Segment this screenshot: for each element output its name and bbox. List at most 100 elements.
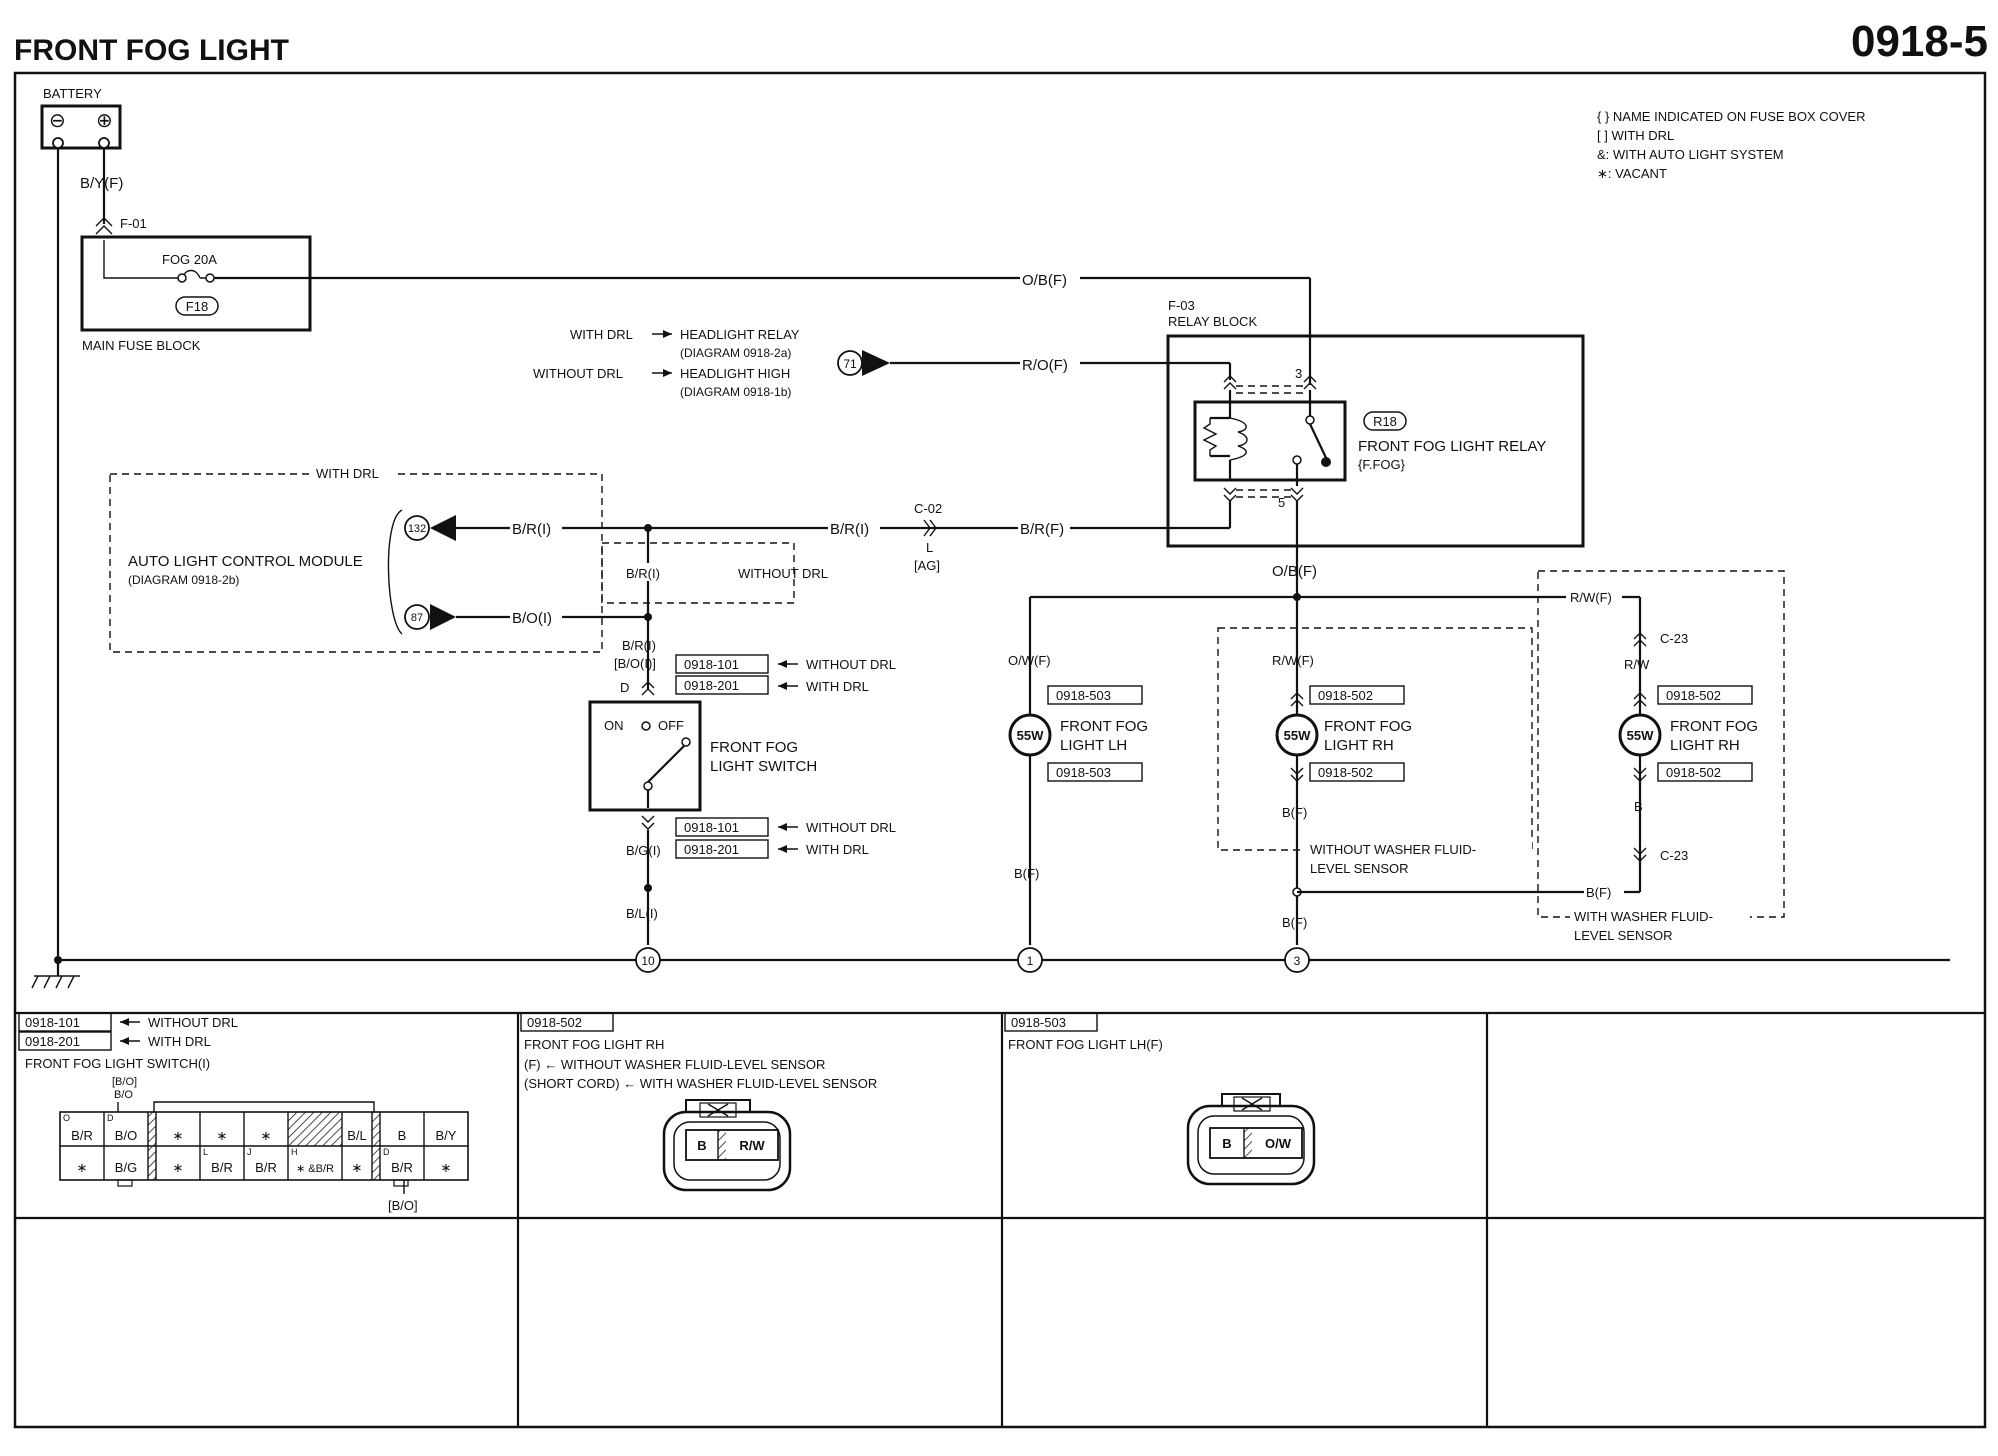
front-fog-light-rh-short: R/W(F) 0918-502 55W FRONT FOG LIGHT RH 0…	[1272, 653, 1532, 930]
relay-pin-bottom-left-icon	[1223, 487, 1237, 502]
wire-label-rw-bus: R/W(F)	[1570, 590, 1612, 605]
page-code: 0918-5	[1851, 17, 1988, 66]
connector-c02-label: C-02	[914, 501, 942, 516]
wire-label-br-module: B/R(I)	[512, 521, 551, 538]
connector-table	[15, 1011, 1985, 1427]
rh-connector-cell: 0918-502 FRONT FOG LIGHT RH (F) ← WITHOU…	[520, 1012, 877, 1192]
without-drl-inner-label: WITHOUT DRL	[738, 566, 828, 581]
with-washer-group-label-2: LEVEL SENSOR	[1574, 928, 1673, 943]
sw-conn-r1-c2: B/O	[115, 1128, 137, 1143]
legend-line-2: [ ] WITH DRL	[1597, 128, 1674, 143]
without-washer-group-label-1: WITHOUT WASHER FLUID-	[1310, 842, 1476, 857]
main-fuse-block: FOG 20A F18 MAIN FUSE BLOCK	[80, 235, 312, 353]
switch-ref-top-1: 0918-101	[684, 657, 739, 672]
wire-label-ro: R/O(F)	[1022, 357, 1068, 374]
sw-conn-r1-c9: B	[398, 1128, 407, 1143]
rh-short-ref-top: 0918-502	[1318, 688, 1373, 703]
relay-pin-bottom-right-icon	[1290, 487, 1304, 502]
relay-id: R18	[1373, 414, 1397, 429]
lh-connector-cell: 0918-503 FRONT FOG LIGHT LH(F) B O/W	[1004, 1012, 1316, 1186]
switch-name-1: FRONT FOG	[710, 739, 798, 756]
rh-long-watt: 55W	[1627, 728, 1654, 743]
rh-conn-note-1: (F) ← WITHOUT WASHER FLUID-LEVEL SENSOR	[524, 1057, 825, 1072]
auto-light-module-diagram: (DIAGRAM 0918-2b)	[128, 573, 239, 587]
switch-ref-bottom-2-note: WITH DRL	[806, 842, 869, 857]
rh-short-name-2: LIGHT RH	[1324, 737, 1394, 754]
ground-symbol-icon	[31, 975, 80, 989]
battery-plus-icon: ⊕	[96, 110, 113, 132]
sw-conn-ref1: 0918-101	[25, 1015, 80, 1030]
switch-name-2: LIGHT SWITCH	[710, 758, 817, 775]
rh-short-wire-bottom: B(F)	[1282, 805, 1307, 820]
switch-connector-cell: 0918-101 0918-201 WITHOUT DRL WITH DRL F…	[18, 1012, 469, 1213]
sw-conn-ref2: 0918-201	[25, 1034, 80, 1049]
lh-name-2: LIGHT LH	[1060, 737, 1127, 754]
terminal-132: 132	[408, 523, 426, 535]
rh-long-wire-ground: B(F)	[1586, 885, 1611, 900]
battery-label: BATTERY	[43, 86, 102, 101]
sw-conn-pin-o: O	[63, 1113, 70, 1123]
relay-block-label: RELAY BLOCK	[1168, 314, 1257, 329]
main-fuse-block-label: MAIN FUSE BLOCK	[82, 338, 201, 353]
sw-conn-r2-c9: B/R	[391, 1160, 413, 1175]
headlight-relay-label: HEADLIGHT RELAY	[680, 327, 800, 342]
switch-ref-bottom-1-note: WITHOUT DRL	[806, 820, 896, 835]
relay-pin-3: 3	[1295, 366, 1302, 381]
wire-label-ob-relay: O/B(F)	[1272, 563, 1317, 580]
sw-conn-pin-l: L	[203, 1147, 208, 1157]
connector-c02-ag: [AG]	[914, 558, 940, 573]
sw-conn-r2-c1: ∗	[77, 1160, 88, 1175]
connector-c02-icon	[923, 519, 937, 537]
relay-short-name: {F.FOG}	[1358, 457, 1406, 472]
sw-conn-r1-c8: B/L	[347, 1128, 367, 1143]
rh-short-wire-top: R/W(F)	[1272, 653, 1314, 668]
without-washer-group-box	[1217, 627, 1533, 851]
legend-line-3: &: WITH AUTO LIGHT SYSTEM	[1597, 147, 1784, 162]
sw-conn-r1-c1: B/R	[71, 1128, 93, 1143]
relay-pin-top-right-icon	[1303, 375, 1317, 390]
sw-conn-r2-c2: B/G	[115, 1160, 137, 1175]
sw-conn-pin-j: J	[247, 1147, 252, 1157]
wire-label-bo-module: B/O(I)	[512, 610, 552, 627]
sw-conn-pin-h: H	[291, 1147, 298, 1157]
fuse-id: F18	[186, 299, 208, 314]
rh-conn-note-2: (SHORT CORD) ← WITH WASHER FLUID-LEVEL S…	[524, 1076, 877, 1091]
rh-long-name-2: LIGHT RH	[1670, 737, 1740, 754]
switch-off-label: OFF	[658, 718, 684, 733]
rh-long-ref-bottom: 0918-502	[1666, 765, 1721, 780]
ground-point-1: 1	[1027, 954, 1034, 968]
headlight-relay-diagram: (DIAGRAM 0918-2a)	[680, 346, 791, 360]
switch-wire-bottom: B/G(I)	[626, 843, 661, 858]
auto-light-group-label: WITH DRL	[316, 466, 379, 481]
sw-conn-r2-c10: ∗	[441, 1160, 452, 1175]
legend: { } NAME INDICATED ON FUSE BOX COVER [ ]…	[1597, 109, 1865, 181]
front-fog-light-lh: O/W(F) 0918-503 55W FRONT FOG LIGHT LH 0…	[1008, 653, 1148, 881]
rh-long-ref-top: 0918-502	[1666, 688, 1721, 703]
with-drl-label: WITH DRL	[570, 327, 633, 342]
lh-conn-pin-b: O/W	[1265, 1136, 1292, 1151]
switch-ref-top-2-note: WITH DRL	[806, 679, 869, 694]
sw-conn-r2-c4: ∗	[173, 1160, 184, 1175]
rh-long-connector: C-23	[1660, 631, 1688, 646]
sw-conn-ref1-note: WITHOUT DRL	[148, 1015, 238, 1030]
ground-point-10: 10	[641, 954, 655, 968]
lh-ref-bottom: 0918-503	[1056, 765, 1111, 780]
switch-wire-top: B/R(I)	[622, 638, 656, 653]
sw-conn-bottom-note: [B/O]	[388, 1198, 418, 1213]
diagram-frame	[13, 71, 1987, 1429]
wire-label-br-relay: B/R(F)	[1020, 521, 1064, 538]
wire-label-br-vert: B/R(I)	[626, 566, 660, 581]
rh-long-wire-mid: R/W	[1624, 657, 1650, 672]
switch-pin-d: D	[620, 680, 629, 695]
front-fog-light-rh-long: C-23 R/W 0918-502 55W FRONT FOG LIGHT RH…	[1570, 631, 1758, 943]
lh-name-1: FRONT FOG	[1060, 718, 1148, 735]
sw-conn-top-note-2: B/O	[114, 1089, 133, 1101]
rh-conn-title: FRONT FOG LIGHT RH	[524, 1037, 664, 1052]
sw-conn-r2-c7: ∗ &B/R	[296, 1163, 334, 1175]
module-bracket	[387, 509, 403, 635]
lh-conn-pin-a: B	[1222, 1136, 1231, 1151]
lh-conn-title: FRONT FOG LIGHT LH(F)	[1008, 1037, 1163, 1052]
sw-conn-r1-c6: ∗	[261, 1128, 272, 1143]
switch-wire-top-drl: [B/O(I)]	[614, 656, 656, 671]
